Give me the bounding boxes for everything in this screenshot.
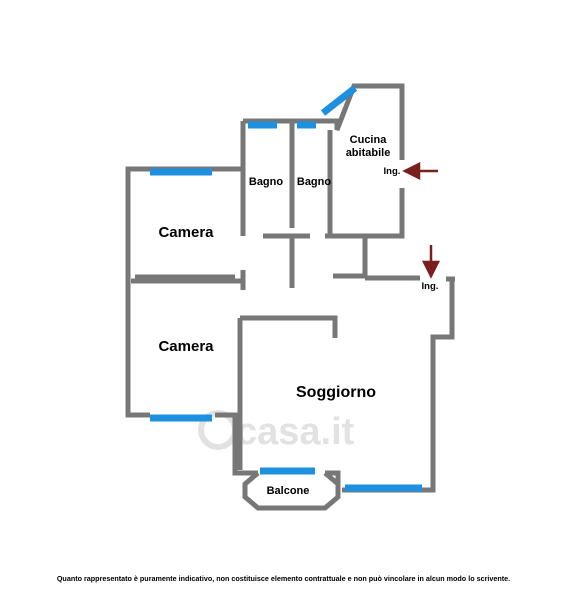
wall-hall-left bbox=[333, 236, 368, 279]
room-label-cucina-line1: Cucina bbox=[350, 134, 388, 146]
wall-left-outer bbox=[125, 166, 243, 418]
room-label-balcone: Balcone bbox=[267, 485, 310, 497]
room-label-soggiorno: Soggiorno bbox=[296, 384, 376, 401]
room-label-bagno-right: Bagno bbox=[297, 176, 332, 188]
room-label-camera-bottom: Camera bbox=[158, 338, 214, 355]
window-cucina bbox=[320, 85, 358, 116]
arrow-icon-kitchen bbox=[402, 161, 438, 181]
room-label-camera-top: Camera bbox=[158, 224, 214, 241]
watermark: casa.it bbox=[198, 410, 355, 453]
watermark-text: casa.it bbox=[236, 411, 355, 453]
room-label-cucina-line2: abitabile bbox=[346, 147, 391, 159]
arrow-icon-hall bbox=[421, 245, 441, 279]
wall-bath-top bbox=[243, 83, 405, 160]
entrance-label-kitchen: Ing. bbox=[384, 166, 401, 177]
windows bbox=[150, 85, 422, 492]
wall-kitchen-right-low bbox=[372, 188, 405, 239]
wall-bedroom-bottom bbox=[215, 412, 258, 476]
disclaimer-text: Quanto rappresentato è puramente indicat… bbox=[56, 574, 511, 583]
room-label-bagno-left: Bagno bbox=[249, 176, 284, 188]
wall-balcony-right-link bbox=[325, 470, 341, 490]
wall-living-top bbox=[240, 315, 338, 338]
entrance-label-hall: Ing. bbox=[422, 281, 439, 292]
